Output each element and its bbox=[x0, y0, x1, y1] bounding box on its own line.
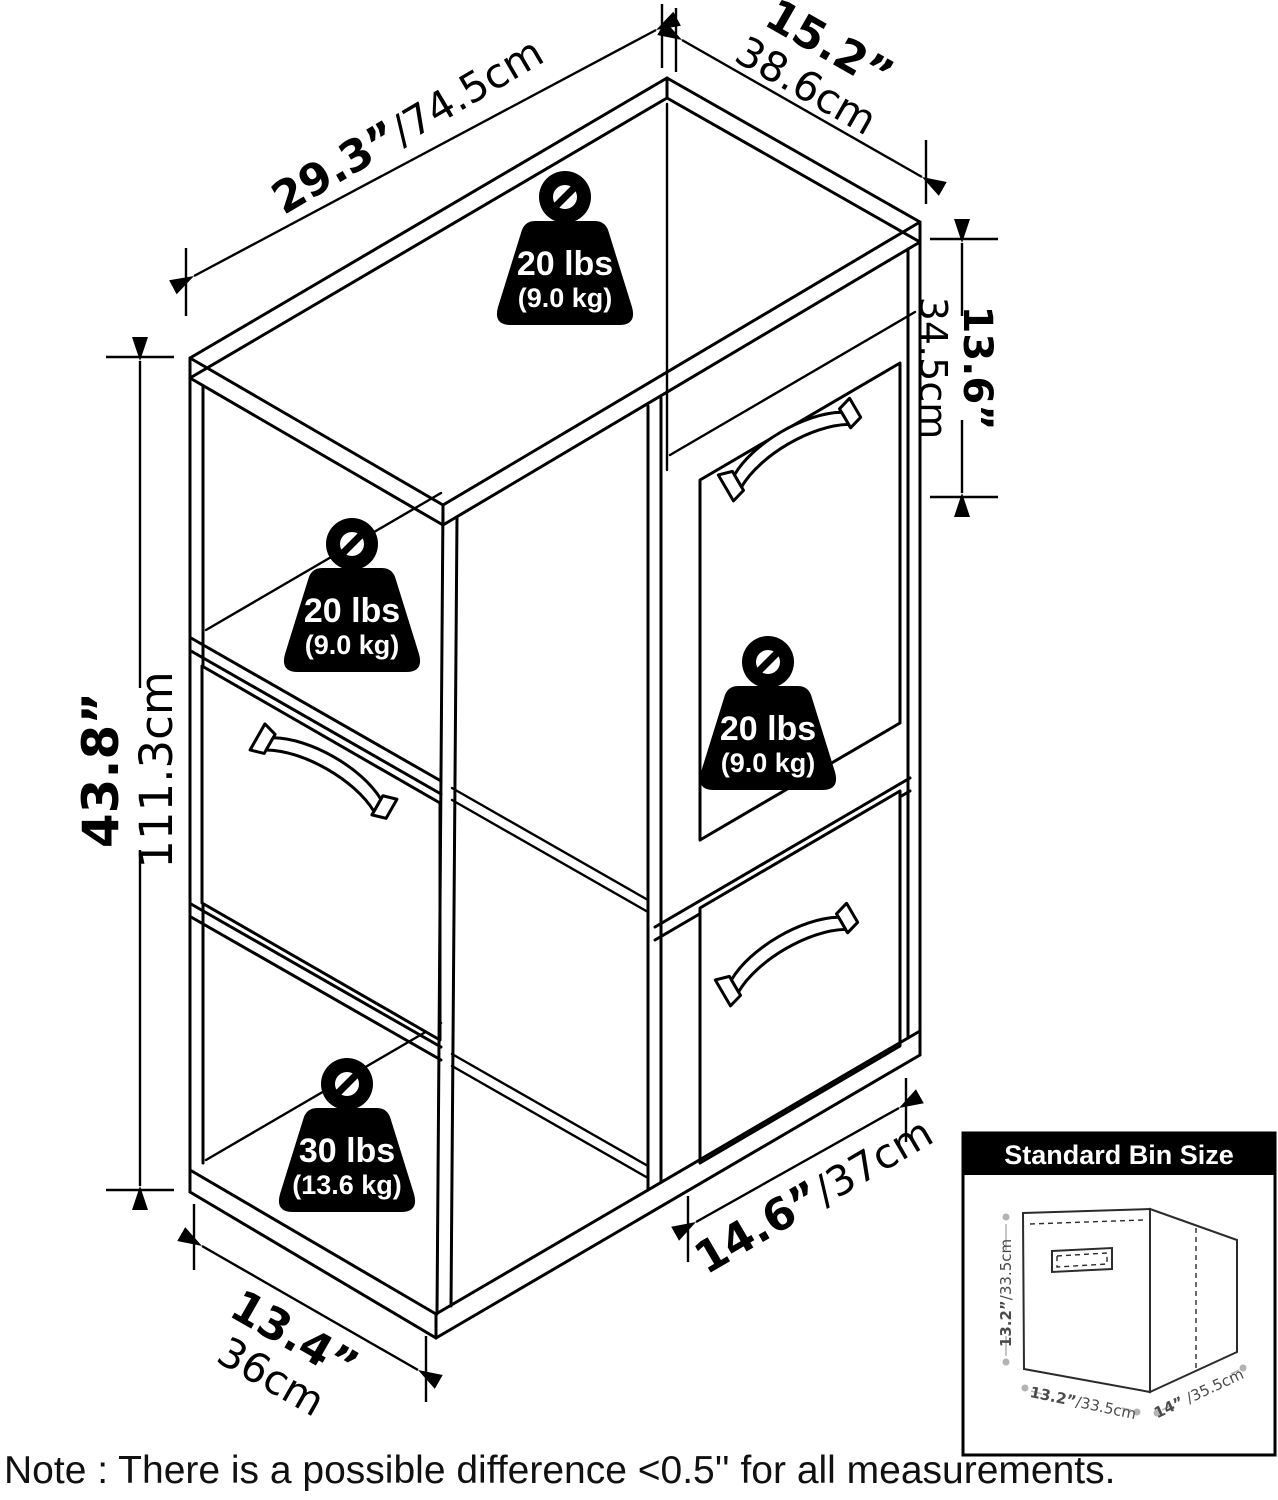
inset-border bbox=[961, 1131, 1277, 1457]
weight-kg-label: (13.6 kg) bbox=[292, 1170, 402, 1200]
weight-badge-front-middle: 20 lbs (9.0 kg) bbox=[699, 636, 837, 790]
dimension-right-height: 13.6”34.5cm bbox=[911, 219, 1000, 517]
side-bin-handle bbox=[248, 722, 399, 820]
weight-lbs-label: 20 lbs bbox=[517, 245, 613, 283]
weight-badge-side-bottom: 30 lbs (13.6 kg) bbox=[278, 1058, 416, 1212]
front-bottom-bin-handle bbox=[713, 901, 860, 1008]
front-bottom-fabric-bin bbox=[698, 789, 902, 1165]
weight-lbs-label: 30 lbs bbox=[299, 1132, 395, 1170]
weight-kg-label: (9.0 kg) bbox=[721, 748, 816, 778]
dim-left-height-label: 43.8”111.3cm bbox=[72, 671, 183, 868]
measurement-note: Note : There is a possible difference <0… bbox=[4, 1449, 1115, 1492]
weight-kg-label: (9.0 kg) bbox=[518, 283, 613, 313]
inset-bin-handle bbox=[1051, 1246, 1113, 1274]
weight-lbs-label: 20 lbs bbox=[304, 592, 400, 630]
inset-title-bar bbox=[963, 1133, 1275, 1175]
inset-title: Standard Bin Size bbox=[1004, 1140, 1234, 1170]
front-top-bin-handle bbox=[716, 396, 863, 503]
weight-kg-label: (9.0 kg) bbox=[305, 630, 400, 660]
bin-size-inset: Standard Bin Size 13.2”/33.5cm 13.2”/33.… bbox=[961, 1131, 1277, 1457]
weight-lbs-label: 20 lbs bbox=[720, 710, 816, 748]
dimension-left-height: 43.8”111.3cm bbox=[72, 337, 183, 1210]
weight-badge-side-middle: 20 lbs (9.0 kg) bbox=[283, 518, 421, 672]
inset-bin-drawing bbox=[1021, 1207, 1238, 1394]
dim-right-height-label: 13.6”34.5cm bbox=[911, 297, 1000, 440]
inset-dim-left: 13.2”/33.5cm bbox=[997, 1213, 1015, 1366]
inset-dim-left-label: 13.2”/33.5cm bbox=[997, 1239, 1015, 1347]
